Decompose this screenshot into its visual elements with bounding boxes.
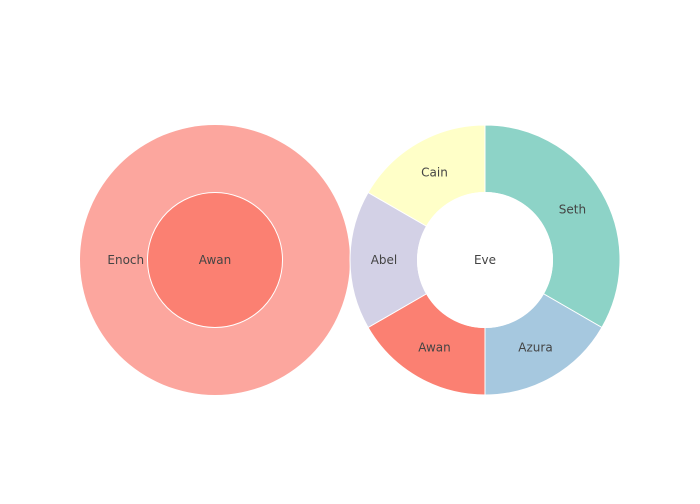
- sunburst-awan: Awan Enoch: [80, 125, 350, 395]
- segment-label: Azura: [518, 340, 552, 354]
- segment-label: Seth: [559, 203, 586, 217]
- segment-label: Abel: [371, 253, 398, 267]
- center-awan[interactable]: [147, 192, 283, 328]
- center-label: Awan: [199, 253, 232, 267]
- segment-label: Enoch: [107, 253, 144, 267]
- center-label: Eve: [474, 253, 496, 267]
- segment-label: Awan: [418, 340, 451, 354]
- segment-label: Cain: [421, 166, 448, 180]
- center-eve[interactable]: [417, 192, 553, 328]
